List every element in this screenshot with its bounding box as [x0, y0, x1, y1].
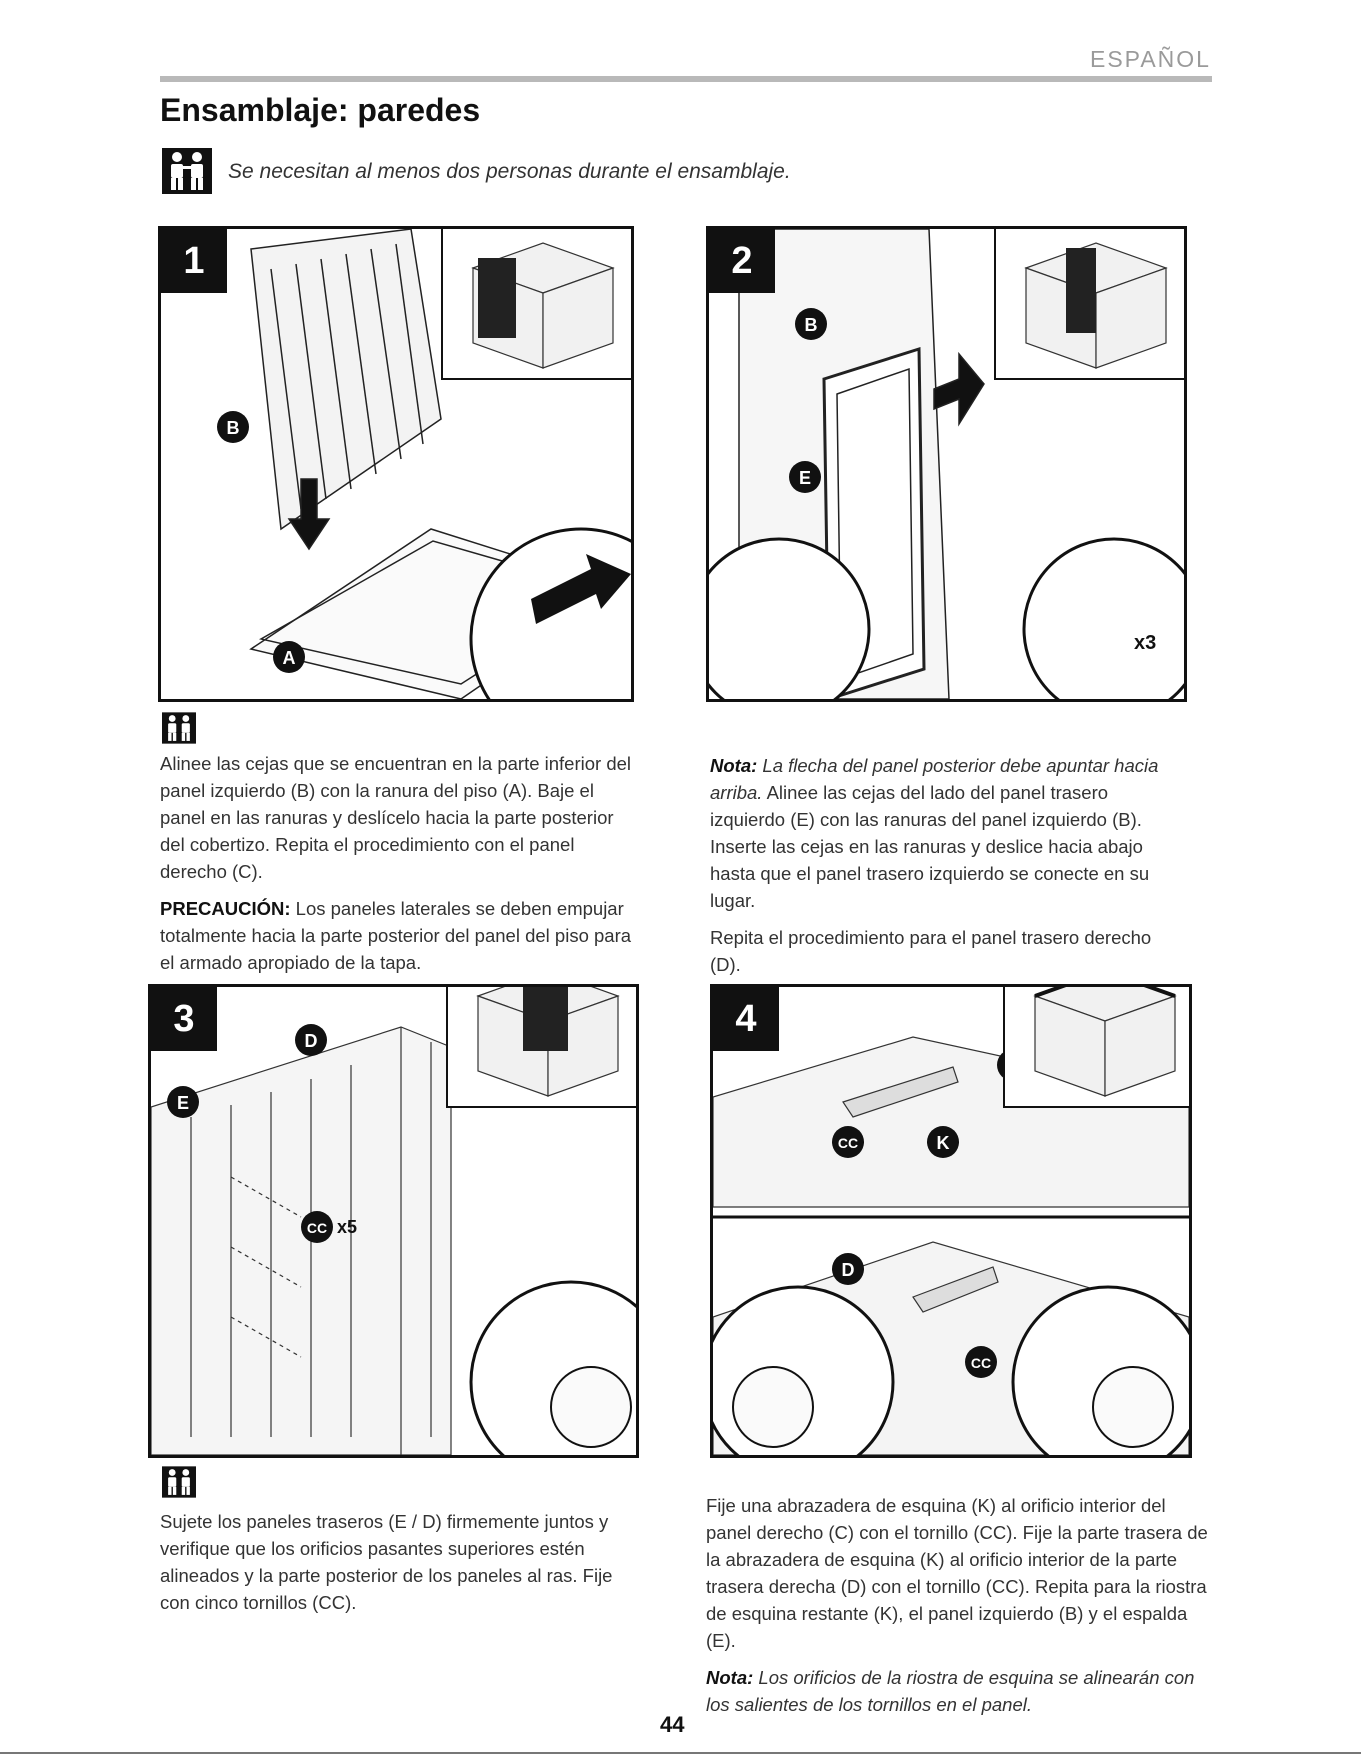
step-4-note: Nota: Los orificios de la riostra de esq…	[706, 1664, 1216, 1718]
step-2-text: Nota: La flecha del panel posterior debe…	[710, 752, 1180, 988]
callout-e: E	[177, 1093, 189, 1113]
step-1-inset-shed	[441, 229, 631, 380]
step-1-illustration: 1 B A	[158, 226, 634, 702]
step-3-instructions: Sujete los paneles traseros (E / D) firm…	[160, 1511, 613, 1613]
language-label: ESPAÑOL	[1090, 46, 1211, 72]
page-number: 44	[660, 1712, 685, 1737]
step-2-instructions-2: Repita el procedimiento para el panel tr…	[710, 927, 1152, 975]
step-1-instructions: Alinee las cejas que se encuentran en la…	[160, 753, 632, 882]
callout-k: K	[937, 1133, 950, 1153]
note-label: Nota:	[706, 1667, 754, 1688]
step-number: 3	[151, 987, 217, 1051]
callout-cc: CC	[838, 1135, 858, 1151]
two-people-icon	[162, 712, 196, 744]
step-number: 1	[161, 229, 227, 293]
step-2-note: Nota: La flecha del panel posterior debe…	[710, 752, 1180, 914]
caution-label: PRECAUCIÓN:	[160, 898, 291, 919]
step-4-inset-shed	[1003, 987, 1189, 1108]
step-number: 4	[713, 987, 779, 1051]
callout-cc: CC	[307, 1220, 327, 1236]
page-title: Ensamblaje: paredes	[160, 92, 481, 128]
shed-location-drawing	[1033, 987, 1177, 1097]
callout-e: E	[799, 468, 811, 488]
wall-panel-drawing: B A	[217, 229, 631, 699]
rear-panels-joint-drawing: D E CC x5	[151, 1024, 636, 1455]
step-1-text: Alinee las cejas que se encuentran en la…	[160, 750, 640, 986]
callout-a: A	[283, 648, 296, 668]
step-3-illustration: 3 D E CC x5	[148, 984, 639, 1458]
bottom-rule	[0, 1752, 1361, 1754]
step-3-text: Sujete los paneles traseros (E / D) firm…	[160, 1508, 640, 1626]
callout-b: B	[805, 315, 818, 335]
callout-d: D	[842, 1260, 855, 1280]
note-italic: Los orificios de la riostra de esquina s…	[706, 1667, 1195, 1715]
shed-location-drawing	[471, 242, 615, 369]
subtitle: Se necesitan al menos dos personas duran…	[228, 160, 791, 183]
rear-panel-drawing: B E x3	[709, 229, 1184, 699]
note-italic: La flecha del panel posterior debe apunt…	[710, 755, 1159, 803]
step-1-caution: PRECAUCIÓN: Los paneles laterales se deb…	[160, 895, 640, 976]
callout-d: D	[305, 1031, 318, 1051]
step-2-instructions: Alinee las cejas del lado del panel tras…	[710, 782, 1150, 911]
step-3-inset-shed	[446, 987, 636, 1108]
callout-b: B	[227, 418, 240, 438]
callout-cc: CC	[971, 1355, 991, 1371]
shed-location-drawing	[476, 987, 620, 1097]
header-rule	[160, 76, 1212, 82]
step-2-inset-shed	[994, 229, 1184, 380]
caution-text: Los paneles laterales se deben empujar t…	[160, 898, 632, 973]
step-4-illustration: 4 C CC K D CC	[710, 984, 1192, 1458]
note-label: Nota:	[710, 755, 758, 776]
two-people-icon	[162, 148, 212, 194]
step-2-illustration: 2 B E x3	[706, 226, 1187, 702]
step-4-instructions: Fije una abrazadera de esquina (K) al or…	[706, 1495, 1208, 1651]
step-number: 2	[709, 229, 775, 293]
callout-x5: x5	[337, 1217, 357, 1237]
step-4-text: Fije una abrazadera de esquina (K) al or…	[706, 1492, 1216, 1728]
shed-location-drawing	[1024, 242, 1168, 369]
two-people-icon	[162, 1466, 196, 1498]
callout-x3: x3	[1134, 632, 1156, 654]
